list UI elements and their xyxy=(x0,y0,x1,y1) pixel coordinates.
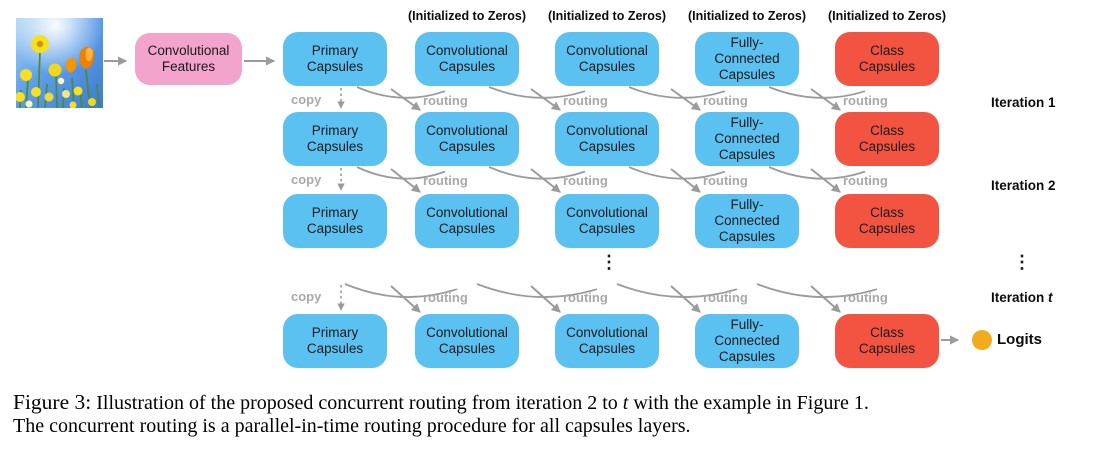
routing-label: routing xyxy=(563,173,608,188)
iteration-label-1: Iteration 1 xyxy=(991,95,1056,110)
box-convolutional-capsules-row4: Convolutional Capsules xyxy=(555,314,659,368)
box-fully-connected-capsules-row1: Fully- Connected Capsules xyxy=(695,32,799,86)
routing-arrow xyxy=(530,88,561,111)
routing-arc xyxy=(488,86,586,99)
daisy-flowers xyxy=(16,35,96,108)
routing-arc xyxy=(488,166,586,180)
routing-arrow xyxy=(530,168,561,193)
vertical-ellipsis-right: ⋮ xyxy=(1013,252,1031,272)
routing-arrow xyxy=(670,285,701,313)
routing-arrow xyxy=(810,168,841,193)
iteration-number: 2 xyxy=(1048,178,1056,193)
routing-label: routing xyxy=(843,290,888,305)
caption-line1-a: Illustration of the proposed concurrent … xyxy=(91,392,623,414)
box-convolutional-capsules-row3: Convolutional Capsules xyxy=(415,194,519,248)
figure-caption: Figure 3: Illustration of the proposed c… xyxy=(13,391,1091,438)
routing-label: routing xyxy=(703,93,748,108)
init-zeros-label: (Initialized to Zeros) xyxy=(407,9,527,23)
iteration-prefix: Iteration xyxy=(991,95,1049,110)
box-convolutional-capsules-row3: Convolutional Capsules xyxy=(555,194,659,248)
box-class-capsules-row2: Class Capsules xyxy=(835,112,939,166)
iteration-label-2: Iteration 2 xyxy=(991,178,1056,193)
vertical-ellipsis-middle: ⋮ xyxy=(600,252,618,272)
box-primary-capsules-row1: Primary Capsules xyxy=(283,32,387,86)
iteration-label-3: Iteration t xyxy=(991,290,1053,305)
iteration-prefix: Iteration xyxy=(991,178,1049,193)
routing-label: routing xyxy=(703,173,748,188)
box-primary-capsules-row2: Primary Capsules xyxy=(283,112,387,166)
poppy-flowers xyxy=(65,46,95,73)
routing-arc xyxy=(344,283,458,298)
routing-arrow xyxy=(810,88,841,111)
iteration-number: t xyxy=(1048,290,1053,305)
routing-label: routing xyxy=(843,173,888,188)
box-convolutional-capsules-row4: Convolutional Capsules xyxy=(415,314,519,368)
box-class-capsules-row3: Class Capsules xyxy=(835,194,939,248)
routing-arrow xyxy=(810,285,841,313)
box-primary-capsules-row3: Primary Capsules xyxy=(283,194,387,248)
routing-arrow xyxy=(670,168,701,193)
box-fully-connected-capsules-row4: Fully- Connected Capsules xyxy=(695,314,799,368)
routing-arrow xyxy=(670,88,701,111)
init-zeros-label: (Initialized to Zeros) xyxy=(827,9,947,23)
routing-arrow xyxy=(390,285,421,313)
routing-arc xyxy=(756,283,878,298)
box-class-capsules-row1: Class Capsules xyxy=(835,32,939,86)
routing-arrow xyxy=(530,285,561,313)
iteration-prefix: Iteration xyxy=(991,290,1049,305)
routing-arc xyxy=(356,166,446,180)
caption-line2: The concurrent routing is a parallel-in-… xyxy=(13,415,691,437)
box-fully-connected-capsules-row3: Fully- Connected Capsules xyxy=(695,194,799,248)
box-primary-capsules-row4: Primary Capsules xyxy=(283,314,387,368)
copy-label: copy xyxy=(291,92,322,107)
routing-arrow xyxy=(390,88,421,111)
input-image-flowers xyxy=(16,18,103,108)
routing-label: routing xyxy=(563,290,608,305)
box-class-capsules-row4: Class Capsules xyxy=(835,314,939,368)
convolutional-features-box: Convolutional Features xyxy=(135,33,242,85)
box-fully-connected-capsules-row2: Fully- Connected Capsules xyxy=(695,112,799,166)
routing-arrow xyxy=(390,168,421,193)
init-zeros-label: (Initialized to Zeros) xyxy=(687,9,807,23)
caption-line1-b: with the example in Figure 1. xyxy=(628,392,869,414)
box-convolutional-capsules-row2: Convolutional Capsules xyxy=(415,112,519,166)
routing-arc xyxy=(768,166,866,180)
routing-arc xyxy=(616,283,738,298)
copy-label: copy xyxy=(291,172,322,187)
routing-arc xyxy=(476,283,598,298)
box-convolutional-capsules-row1: Convolutional Capsules xyxy=(415,32,519,86)
routing-label: routing xyxy=(423,290,468,305)
caption-line1-italic-t: t xyxy=(622,392,629,414)
routing-arc xyxy=(356,86,446,99)
routing-label: routing xyxy=(423,173,468,188)
iteration-number: 1 xyxy=(1048,95,1056,110)
routing-label: routing xyxy=(843,93,888,108)
logits-dot xyxy=(972,330,992,350)
routing-arc xyxy=(768,86,866,99)
logits-label: Logits xyxy=(997,331,1042,348)
box-convolutional-capsules-row2: Convolutional Capsules xyxy=(555,112,659,166)
routing-label: routing xyxy=(563,93,608,108)
box-convolutional-capsules-row1: Convolutional Capsules xyxy=(555,32,659,86)
routing-arc xyxy=(628,166,726,180)
routing-label: routing xyxy=(423,93,468,108)
copy-label: copy xyxy=(291,289,322,304)
routing-arc xyxy=(628,86,726,99)
routing-label: routing xyxy=(703,290,748,305)
init-zeros-label: (Initialized to Zeros) xyxy=(547,9,667,23)
caption-figure-label: Figure 3: xyxy=(13,390,92,414)
